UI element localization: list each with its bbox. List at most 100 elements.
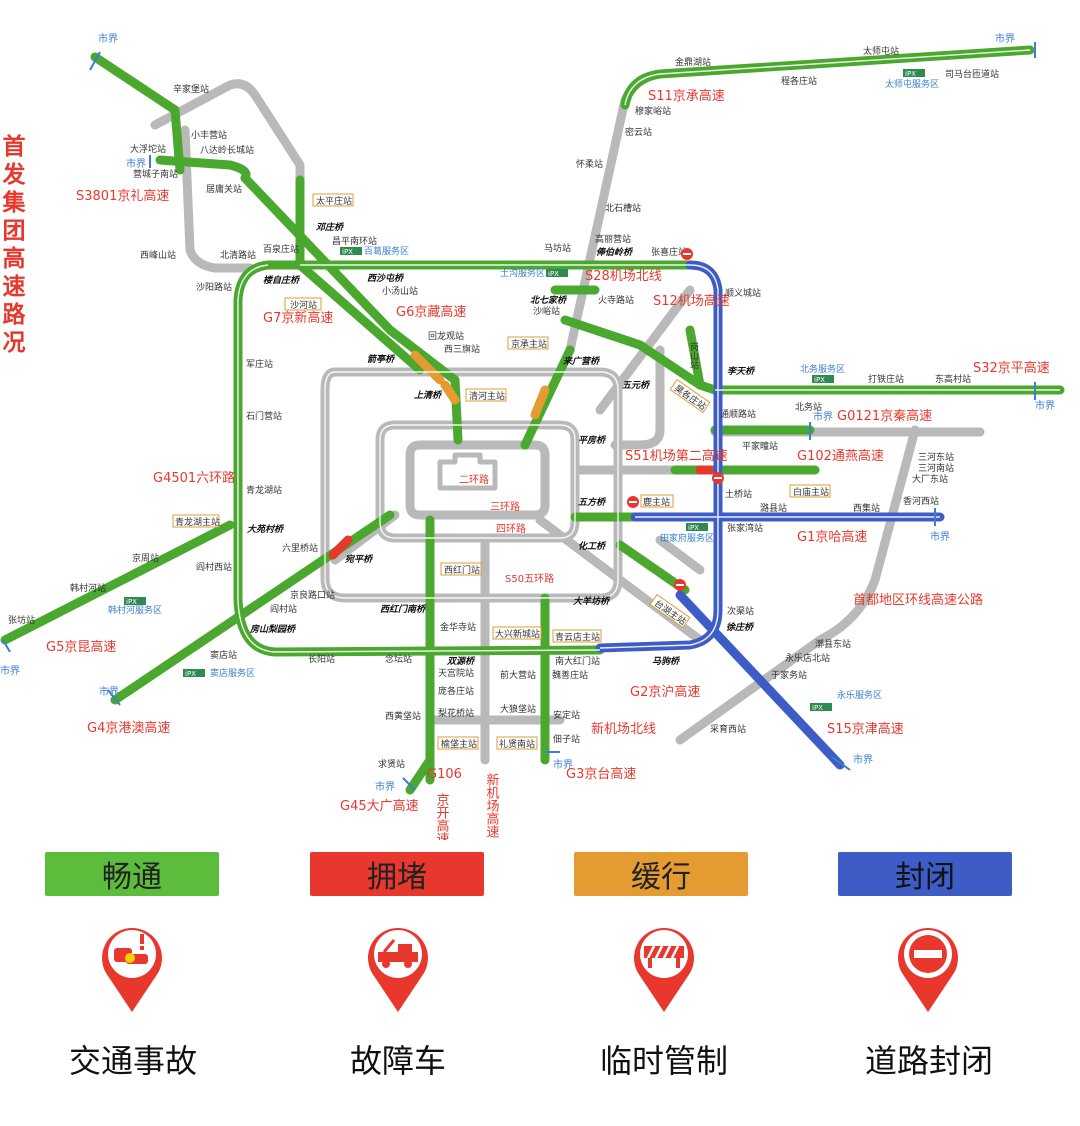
jingkai-label: 京开高速	[434, 793, 450, 840]
svg-text:张喜庄站: 张喜庄站	[651, 246, 687, 258]
svg-text:潞县站: 潞县站	[760, 502, 787, 514]
svg-text:iPX: iPX	[126, 598, 137, 606]
ring-2-label: 二环路	[459, 473, 489, 486]
svg-text:岗山站: 岗山站	[688, 342, 699, 370]
svg-text:白庙主站: 白庙主站	[793, 486, 829, 498]
road-closed-icon	[674, 579, 686, 591]
svg-text:市界: 市界	[98, 32, 118, 45]
ring-4-label: 四环路	[496, 522, 526, 535]
svg-text:礼贤南站: 礼贤南站	[499, 738, 535, 750]
svg-text:土桥站: 土桥站	[725, 488, 752, 500]
svg-text:韩村河服务区: 韩村河服务区	[108, 604, 162, 616]
svg-text:楼自庄桥: 楼自庄桥	[263, 275, 301, 286]
svg-text:北清路站: 北清路站	[220, 249, 256, 261]
svg-text:永乐店北站: 永乐店北站	[785, 652, 830, 664]
ring-3-label: 三环路	[490, 500, 520, 513]
svg-text:双源桥: 双源桥	[446, 656, 476, 667]
svg-text:次渠站: 次渠站	[727, 605, 754, 617]
svg-text:西红门站: 西红门站	[444, 564, 480, 576]
svg-text:iPX: iPX	[812, 704, 823, 712]
svg-text:小丰营站: 小丰营站	[191, 129, 227, 141]
svg-text:G5京昆高速: G5京昆高速	[46, 639, 116, 655]
svg-text:市界: 市界	[813, 410, 833, 423]
svg-text:张坊站: 张坊站	[8, 614, 35, 626]
svg-text:司马台匝道站: 司马台匝道站	[945, 68, 999, 80]
legend-smooth: 畅通	[45, 852, 219, 896]
legend-congested: 拥堵	[310, 852, 484, 896]
svg-text:田家府服务区: 田家府服务区	[660, 532, 714, 544]
svg-text:房山梨园桥: 房山梨园桥	[249, 624, 297, 635]
svg-text:G3京台高速: G3京台高速	[566, 766, 636, 782]
svg-text:S28机场北线: S28机场北线	[585, 269, 662, 284]
svg-text:上清桥: 上清桥	[414, 390, 443, 401]
svg-text:辛家堡站: 辛家堡站	[173, 83, 209, 95]
svg-text:张家湾站: 张家湾站	[727, 522, 763, 534]
svg-text:军庄站: 军庄站	[246, 358, 273, 370]
event-label-road-closed: 道路封闭	[864, 1042, 993, 1080]
svg-text:南大红门站: 南大红门站	[555, 655, 600, 667]
svg-text:西沙屯桥: 西沙屯桥	[367, 273, 405, 284]
svg-text:通顺路站: 通顺路站	[720, 408, 756, 420]
svg-text:石门营站: 石门营站	[246, 410, 282, 422]
legend-closed: 封闭	[838, 852, 1012, 896]
svg-text:魏善庄站: 魏善庄站	[552, 669, 588, 681]
svg-text:青云店主站: 青云店主站	[555, 631, 600, 643]
svg-text:平家疃站: 平家疃站	[742, 440, 778, 452]
svg-text:徐庄桥: 徐庄桥	[726, 622, 755, 633]
svg-text:八达岭长城站: 八达岭长城站	[200, 144, 254, 156]
svg-text:京良路口站: 京良路口站	[290, 589, 335, 601]
svg-text:iPX: iPX	[342, 248, 353, 256]
svg-text:G0121京秦高速: G0121京秦高速	[837, 408, 932, 424]
road-closed-icon	[627, 496, 639, 508]
svg-text:G102通燕高速: G102通燕高速	[797, 448, 884, 464]
svg-text:安定站: 安定站	[553, 709, 580, 721]
svg-text:沙峪站: 沙峪站	[533, 305, 560, 317]
svg-text:于家务站: 于家务站	[771, 669, 807, 681]
svg-text:鹿主站: 鹿主站	[643, 496, 670, 508]
svg-text:太平庄站: 太平庄站	[316, 195, 352, 207]
new-airport-label: 新机场高速	[484, 772, 500, 838]
svg-text:求贤站: 求贤站	[378, 758, 405, 770]
svg-text:百泉庄站: 百泉庄站	[263, 243, 299, 255]
svg-text:太师屯站: 太师屯站	[863, 45, 899, 57]
svg-text:北务服务区: 北务服务区	[800, 363, 845, 375]
svg-text:西集站: 西集站	[853, 502, 880, 514]
svg-text:佃子站: 佃子站	[553, 733, 580, 745]
broken-car-icon	[368, 928, 428, 1012]
svg-text:漷县东站: 漷县东站	[815, 638, 851, 650]
svg-text:G45大广高速: G45大广高速	[340, 798, 419, 814]
svg-text:市界: 市界	[930, 530, 950, 543]
svg-text:市界: 市界	[853, 753, 873, 766]
svg-text:iPX: iPX	[185, 670, 196, 678]
event-label-broken-car: 故障车	[349, 1042, 446, 1080]
svg-text:市界: 市界	[99, 685, 119, 698]
svg-text:化工桥: 化工桥	[578, 541, 607, 552]
svg-text:市界: 市界	[126, 157, 146, 170]
svg-text:大厂东站: 大厂东站	[912, 473, 948, 485]
ring-5-label: S50五环路	[505, 572, 554, 585]
svg-text:S11京承高速: S11京承高速	[648, 88, 725, 104]
svg-text:马驹桥: 马驹桥	[652, 656, 681, 667]
svg-text:iPX: iPX	[814, 376, 825, 384]
svg-text:五方桥: 五方桥	[578, 497, 607, 508]
svg-text:居庸关站: 居庸关站	[206, 183, 242, 195]
svg-text:京周站: 京周站	[132, 552, 159, 564]
svg-text:西峰山站: 西峰山站	[140, 249, 176, 261]
svg-text:东高村站: 东高村站	[935, 373, 971, 385]
svg-text:箭亭桥: 箭亭桥	[367, 354, 396, 365]
accident-icon	[102, 928, 162, 1012]
svg-text:S32京平高速: S32京平高速	[973, 360, 1050, 376]
svg-text:市界: 市界	[0, 664, 20, 677]
congested-roads	[328, 465, 715, 560]
svg-text:市界: 市界	[375, 780, 395, 793]
page-title: 首发集团高速路况	[2, 134, 26, 356]
svg-text:梨花桥站: 梨花桥站	[438, 707, 474, 719]
svg-text:三河南站: 三河南站	[918, 462, 954, 474]
hub-stations	[172, 193, 831, 750]
svg-text:大浮坨站: 大浮坨站	[130, 143, 166, 155]
svg-text:G7京新高速: G7京新高速	[263, 310, 333, 326]
svg-text:京承主站: 京承主站	[511, 338, 547, 350]
